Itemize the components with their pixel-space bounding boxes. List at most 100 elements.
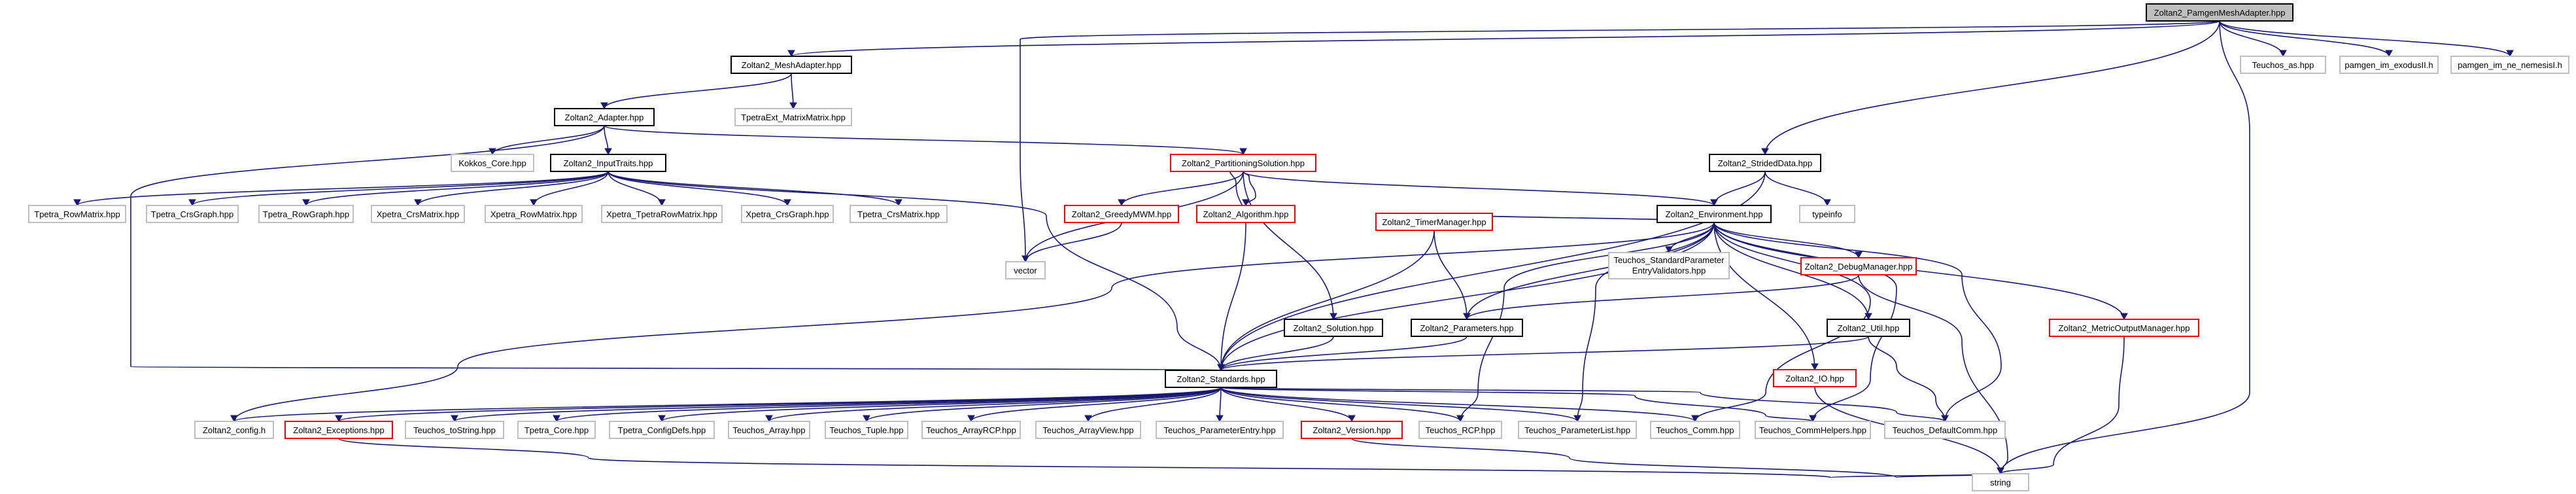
edge-std-to-cfg xyxy=(230,387,1222,423)
node-box xyxy=(284,421,393,439)
node-tpetra-rowmatrix-hpp[interactable]: Tpetra_RowMatrix.hpp xyxy=(28,205,126,223)
edge-line xyxy=(1121,171,1244,206)
edge-arrowhead xyxy=(967,415,975,423)
node-tpetra-rowgraph-hpp[interactable]: Tpetra_RowGraph.hpp xyxy=(258,205,354,223)
edge-std-to-tdc xyxy=(1220,387,1949,423)
edge-arrowhead xyxy=(658,415,666,423)
node-teuchos-commhelpers-hpp[interactable]: Teuchos_CommHelpers.hpp xyxy=(1755,421,1871,439)
edge-std-to-ttu xyxy=(863,387,1222,423)
node-teuchos-arrayrcp-hpp[interactable]: Teuchos_ArrayRCP.hpp xyxy=(921,421,1021,439)
node-pamgen-im-exodusii-h[interactable]: pamgen_im_exodusII.h xyxy=(2339,56,2439,74)
node-vector[interactable]: vector xyxy=(1005,261,1046,279)
node-xpetra-crsmatrix-hpp[interactable]: Xpetra_CrsMatrix.hpp xyxy=(371,205,465,223)
node-tpetra-crsmatrix-hpp[interactable]: Tpetra_CrsMatrix.hpp xyxy=(850,205,948,223)
node-teuchos-tostring-hpp[interactable]: Teuchos_toString.hpp xyxy=(405,421,504,439)
edge-line xyxy=(1764,171,1828,206)
node-xpetra-tpetrarowmatrix-hpp[interactable]: Xpetra_TpetraRowMatrix.hpp xyxy=(601,205,723,223)
node-teuchos-tuple-hpp[interactable]: Teuchos_Tuple.hpp xyxy=(825,421,908,439)
node-box xyxy=(1005,261,1046,279)
node-box xyxy=(730,56,852,74)
node-box xyxy=(1773,369,1857,387)
edge-pma-to-vec xyxy=(1020,20,2220,263)
node-zoltan2-greedymwm-hpp[interactable]: Zoltan2_GreedyMWM.hpp xyxy=(1064,205,1179,223)
node-zoltan2-pamgenmeshadapter-hpp[interactable]: Zoltan2_PamgenMeshAdapter.hpp xyxy=(2146,3,2293,22)
node-teuchos-standardparameter[interactable]: Teuchos_StandardParameterEntryValidators… xyxy=(1608,252,1730,279)
node-zoltan2-version-hpp[interactable]: Zoltan2_Version.hpp xyxy=(1301,421,1403,439)
edge-arrowhead xyxy=(895,199,902,207)
node-zoltan2-exceptions-hpp[interactable]: Zoltan2_Exceptions.hpp xyxy=(284,421,393,439)
node-zoltan2-metricoutputmanager-hpp[interactable]: Zoltan2_MetricOutputManager.hpp xyxy=(2049,319,2199,337)
edge-arrowhead xyxy=(1665,246,1673,254)
node-teuchos-as-hpp[interactable]: Teuchos_as.hpp xyxy=(2240,56,2326,74)
node-tpetra-crsgraph-hpp[interactable]: Tpetra_CrsGraph.hpp xyxy=(146,205,239,223)
node-label: Zoltan2_Algorithm.hpp xyxy=(1203,209,1289,219)
edge-ps-to-alg xyxy=(1242,171,1256,207)
node-teuchos-rcp-hpp[interactable]: Teuchos_RCP.hpp xyxy=(1418,421,1502,439)
node-box xyxy=(609,421,715,439)
node-teuchos-defaultcomm-hpp[interactable]: Teuchos_DefaultComm.hpp xyxy=(1884,421,2006,439)
node-pamgen-im-ne-nemesisi-h[interactable]: pamgen_im_ne_nemesisI.h xyxy=(2450,56,2569,74)
edge-ad-to-ps xyxy=(604,125,1247,156)
edge-std-to-tco xyxy=(553,387,1222,423)
node-zoltan2-config-h[interactable]: Zoltan2_config.h xyxy=(194,421,274,439)
node-box xyxy=(1650,421,1740,439)
node-zoltan2-inputtraits-hpp[interactable]: Zoltan2_InputTraits.hpp xyxy=(550,154,666,172)
node-label: TpetraExt_MatrixMatrix.hpp xyxy=(741,113,846,122)
node-box xyxy=(850,205,948,223)
node-label: Xpetra_CrsMatrix.hpp xyxy=(377,209,459,219)
node-zoltan2-adapter-hpp[interactable]: Zoltan2_Adapter.hpp xyxy=(554,108,655,126)
edge-line xyxy=(604,125,1244,155)
edge-line xyxy=(970,387,1222,422)
node-typeinfo[interactable]: typeinfo xyxy=(1799,205,1855,223)
edge-arrowhead xyxy=(335,415,343,423)
edge-std-to-tcd xyxy=(658,387,1222,423)
node-zoltan2-algorithm-hpp[interactable]: Zoltan2_Algorithm.hpp xyxy=(1196,205,1296,223)
node-zoltan2-meshadapter-hpp[interactable]: Zoltan2_MeshAdapter.hpp xyxy=(730,56,852,74)
node-label: Xpetra_CrsGraph.hpp xyxy=(746,209,829,219)
edges-layer xyxy=(73,20,2514,480)
node-box xyxy=(1165,370,1277,388)
edge-line xyxy=(2219,20,2511,57)
edge-std-to-ver xyxy=(1220,387,1356,423)
node-teuchos-parameterlist-hpp[interactable]: Teuchos_ParameterList.hpp xyxy=(1518,421,1637,439)
node-zoltan2-strideddata-hpp[interactable]: Zoltan2_StridedData.hpp xyxy=(1709,154,1821,172)
node-label: Tpetra_RowMatrix.hpp xyxy=(34,209,120,219)
node-zoltan2-io-hpp[interactable]: Zoltan2_IO.hpp xyxy=(1773,369,1857,387)
node-zoltan2-environment-hpp[interactable]: Zoltan2_Environment.hpp xyxy=(1657,205,1772,223)
node-kokkos-core-hpp[interactable]: Kokkos_Core.hpp xyxy=(451,154,534,172)
node-string[interactable]: string xyxy=(1972,473,2029,491)
node-tpetraext-matrixmatrix-hpp[interactable]: TpetraExt_MatrixMatrix.hpp xyxy=(734,108,852,126)
node-teuchos-comm-hpp[interactable]: Teuchos_Comm.hpp xyxy=(1650,421,1740,439)
node-box xyxy=(1035,421,1141,439)
edge-arrowhead xyxy=(2385,50,2393,58)
node-zoltan2-partitioningsolution-hpp[interactable]: Zoltan2_PartitioningSolution.hpp xyxy=(1170,154,1316,172)
edge-arrowhead xyxy=(188,199,196,207)
edge-line xyxy=(1713,222,1869,320)
node-zoltan2-util-hpp[interactable]: Zoltan2_Util.hpp xyxy=(1827,319,1910,337)
node-box xyxy=(258,205,354,223)
node-zoltan2-debugmanager-hpp[interactable]: Zoltan2_DebugManager.hpp xyxy=(1800,257,1917,275)
node-teuchos-array-hpp[interactable]: Teuchos_Array.hpp xyxy=(728,421,810,439)
node-tpetra-configdefs-hpp[interactable]: Tpetra_ConfigDefs.hpp xyxy=(609,421,715,439)
node-zoltan2-standards-hpp[interactable]: Zoltan2_Standards.hpp xyxy=(1165,370,1277,388)
node-box xyxy=(554,108,655,126)
node-box xyxy=(550,154,666,172)
node-zoltan2-parameters-hpp[interactable]: Zoltan2_Parameters.hpp xyxy=(1411,319,1523,337)
edge-mom-to-str xyxy=(1997,336,2125,475)
node-teuchos-arrayview-hpp[interactable]: Teuchos_ArrayView.hpp xyxy=(1035,421,1141,439)
node-zoltan2-solution-hpp[interactable]: Zoltan2_Solution.hpp xyxy=(1284,319,1383,337)
edge-line xyxy=(1220,387,1352,422)
edge-line xyxy=(1434,230,1468,320)
node-box xyxy=(1657,205,1772,223)
node-tpetra-core-hpp[interactable]: Tpetra_Core.hpp xyxy=(517,421,596,439)
edge-line xyxy=(1713,222,1859,258)
edge-line xyxy=(1243,171,1715,206)
node-xpetra-crsgraph-hpp[interactable]: Xpetra_CrsGraph.hpp xyxy=(741,205,834,223)
node-xpetra-rowmatrix-hpp[interactable]: Xpetra_RowMatrix.hpp xyxy=(485,205,583,223)
node-box xyxy=(734,108,852,126)
node-box xyxy=(485,205,583,223)
node-zoltan2-timermanager-hpp[interactable]: Zoltan2_TimerManager.hpp xyxy=(1375,213,1493,231)
edge-line xyxy=(1577,222,1715,422)
node-teuchos-parameterentry-hpp[interactable]: Teuchos_ParameterEntry.hpp xyxy=(1156,421,1284,439)
edge-line xyxy=(77,171,609,206)
